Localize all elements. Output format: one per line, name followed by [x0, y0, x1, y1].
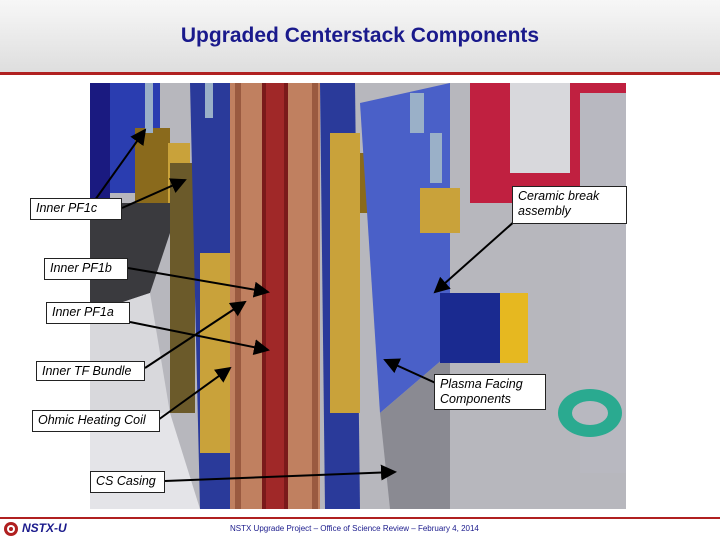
label-inner-tf-bundle: Inner TF Bundle: [36, 361, 145, 381]
header-divider: [0, 72, 720, 75]
nstx-logo-icon: [4, 522, 18, 536]
label-plasma-facing: Plasma Facing Components: [434, 374, 546, 410]
label-ohmic-heating-coil: Ohmic Heating Coil: [32, 410, 160, 432]
label-inner-pf1a: Inner PF1a: [46, 302, 130, 324]
label-inner-pf1b: Inner PF1b: [44, 258, 128, 280]
label-cs-casing: CS Casing: [90, 471, 165, 493]
footer-divider: [0, 517, 720, 519]
footer-caption: NSTX Upgrade Project – Office of Science…: [230, 524, 479, 533]
slide-title: Upgraded Centerstack Components: [180, 24, 540, 47]
footer-logo-text: NSTX-U: [22, 521, 67, 535]
slide-header: Upgraded Centerstack Components: [0, 0, 720, 72]
label-ceramic-break: Ceramic break assembly: [512, 186, 627, 224]
centerstack-cad-image: [90, 83, 626, 509]
label-inner-pf1c: Inner PF1c: [30, 198, 122, 220]
